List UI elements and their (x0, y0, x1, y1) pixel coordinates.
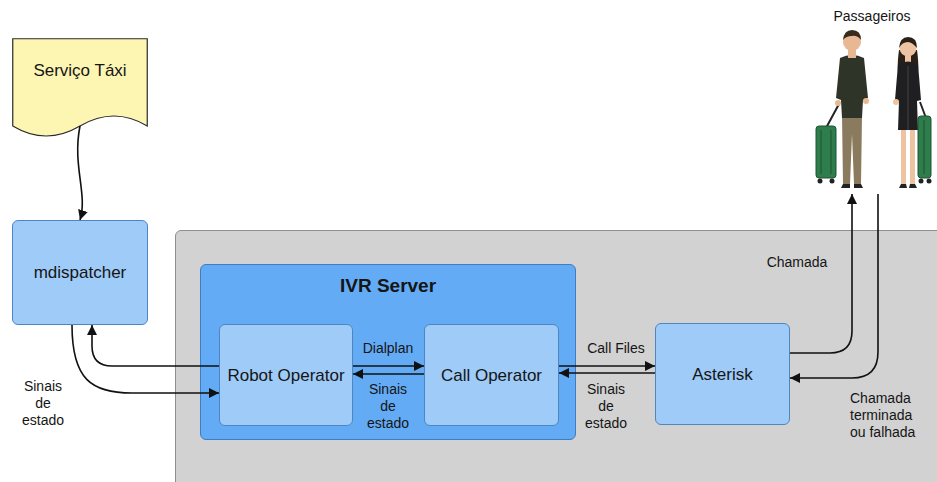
node-label: Robot Operator (227, 365, 344, 386)
signal-label: Call Files (578, 340, 654, 357)
connector-arrow (790, 194, 878, 378)
signal-label: Chamada (762, 254, 832, 271)
connector-arrow (78, 126, 83, 220)
connector-arrow (559, 372, 655, 374)
node-label: Serviço Táxi (18, 60, 142, 81)
signal-label: Chamada terminada ou falhada (850, 390, 922, 441)
node-label: Call Operator (441, 365, 542, 386)
node-label: Asterisk (692, 364, 752, 385)
actor-figure: Passageiros (812, 6, 932, 194)
document-shape: Serviço Táxi (12, 38, 148, 140)
connector-arrow (72, 325, 219, 393)
signal-label: Sinais de estado (580, 381, 632, 432)
process-box: Call Operator (424, 324, 559, 426)
passengers-illustration (812, 6, 932, 196)
signal-label: Dialplan (353, 340, 423, 357)
actor-label: Passageiros (812, 8, 932, 25)
connector-arrow (92, 325, 219, 366)
process-box: Asterisk (655, 323, 790, 425)
signal-label: Sinais de estado (16, 378, 70, 429)
process-box: mdispatcher (12, 220, 148, 325)
connector-arrow (353, 365, 424, 367)
signal-label: Sinais de estado (362, 381, 414, 432)
group-title: IVR Server (201, 275, 575, 296)
process-box: Robot Operator (219, 324, 353, 426)
connector-arrow (790, 194, 852, 353)
connector-arrow (559, 365, 655, 367)
document-outline (12, 38, 148, 140)
connector-arrow (353, 373, 424, 375)
node-label: mdispatcher (34, 262, 127, 283)
